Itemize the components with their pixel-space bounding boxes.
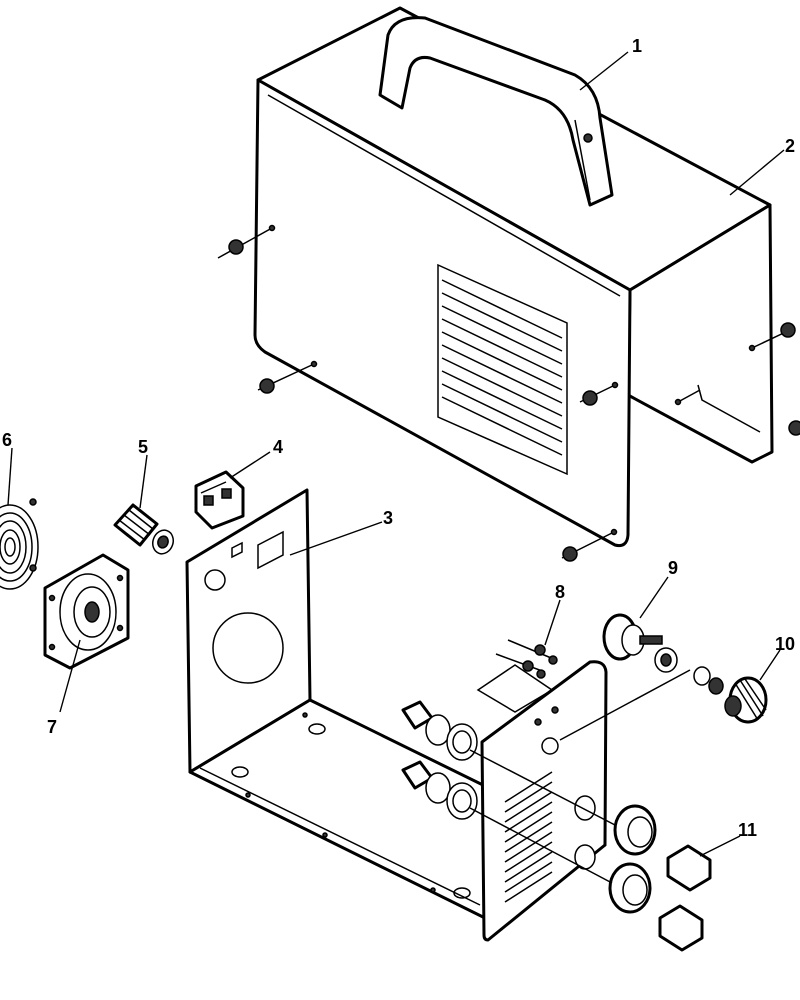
screw-bottom-front [561, 528, 618, 562]
potentiometer [559, 613, 724, 741]
screw-bottom-left [257, 360, 318, 394]
callout-3: 3 [383, 508, 393, 528]
screw-right-lower [674, 389, 800, 436]
chassis [185, 488, 608, 942]
fan-guard [0, 498, 39, 590]
callout-11: 11 [738, 820, 757, 840]
leader-lines [7, 51, 785, 857]
power-switch [194, 470, 245, 530]
callout-6: 6 [2, 430, 12, 450]
cover-screws [217, 224, 800, 562]
output-connectors [401, 700, 712, 952]
screw-middle [579, 381, 619, 406]
callout-9: 9 [668, 558, 678, 578]
cover-louvres [437, 263, 568, 476]
callout-2: 2 [785, 136, 795, 156]
callout-4: 4 [273, 437, 283, 457]
handle [378, 16, 614, 207]
callout-5: 5 [138, 437, 148, 457]
callout-1: 1 [632, 36, 642, 56]
callout-8: 8 [555, 582, 565, 602]
knob [724, 676, 768, 724]
callouts: 1 2 3 4 5 6 7 8 9 10 11 [2, 36, 795, 840]
screw-top-left [217, 224, 276, 259]
screw-right-upper [748, 322, 796, 352]
terminal-screws [476, 639, 558, 713]
callout-7: 7 [47, 717, 57, 737]
cooling-fan [43, 553, 130, 670]
callout-10: 10 [775, 634, 795, 654]
cable-gland [113, 503, 175, 555]
